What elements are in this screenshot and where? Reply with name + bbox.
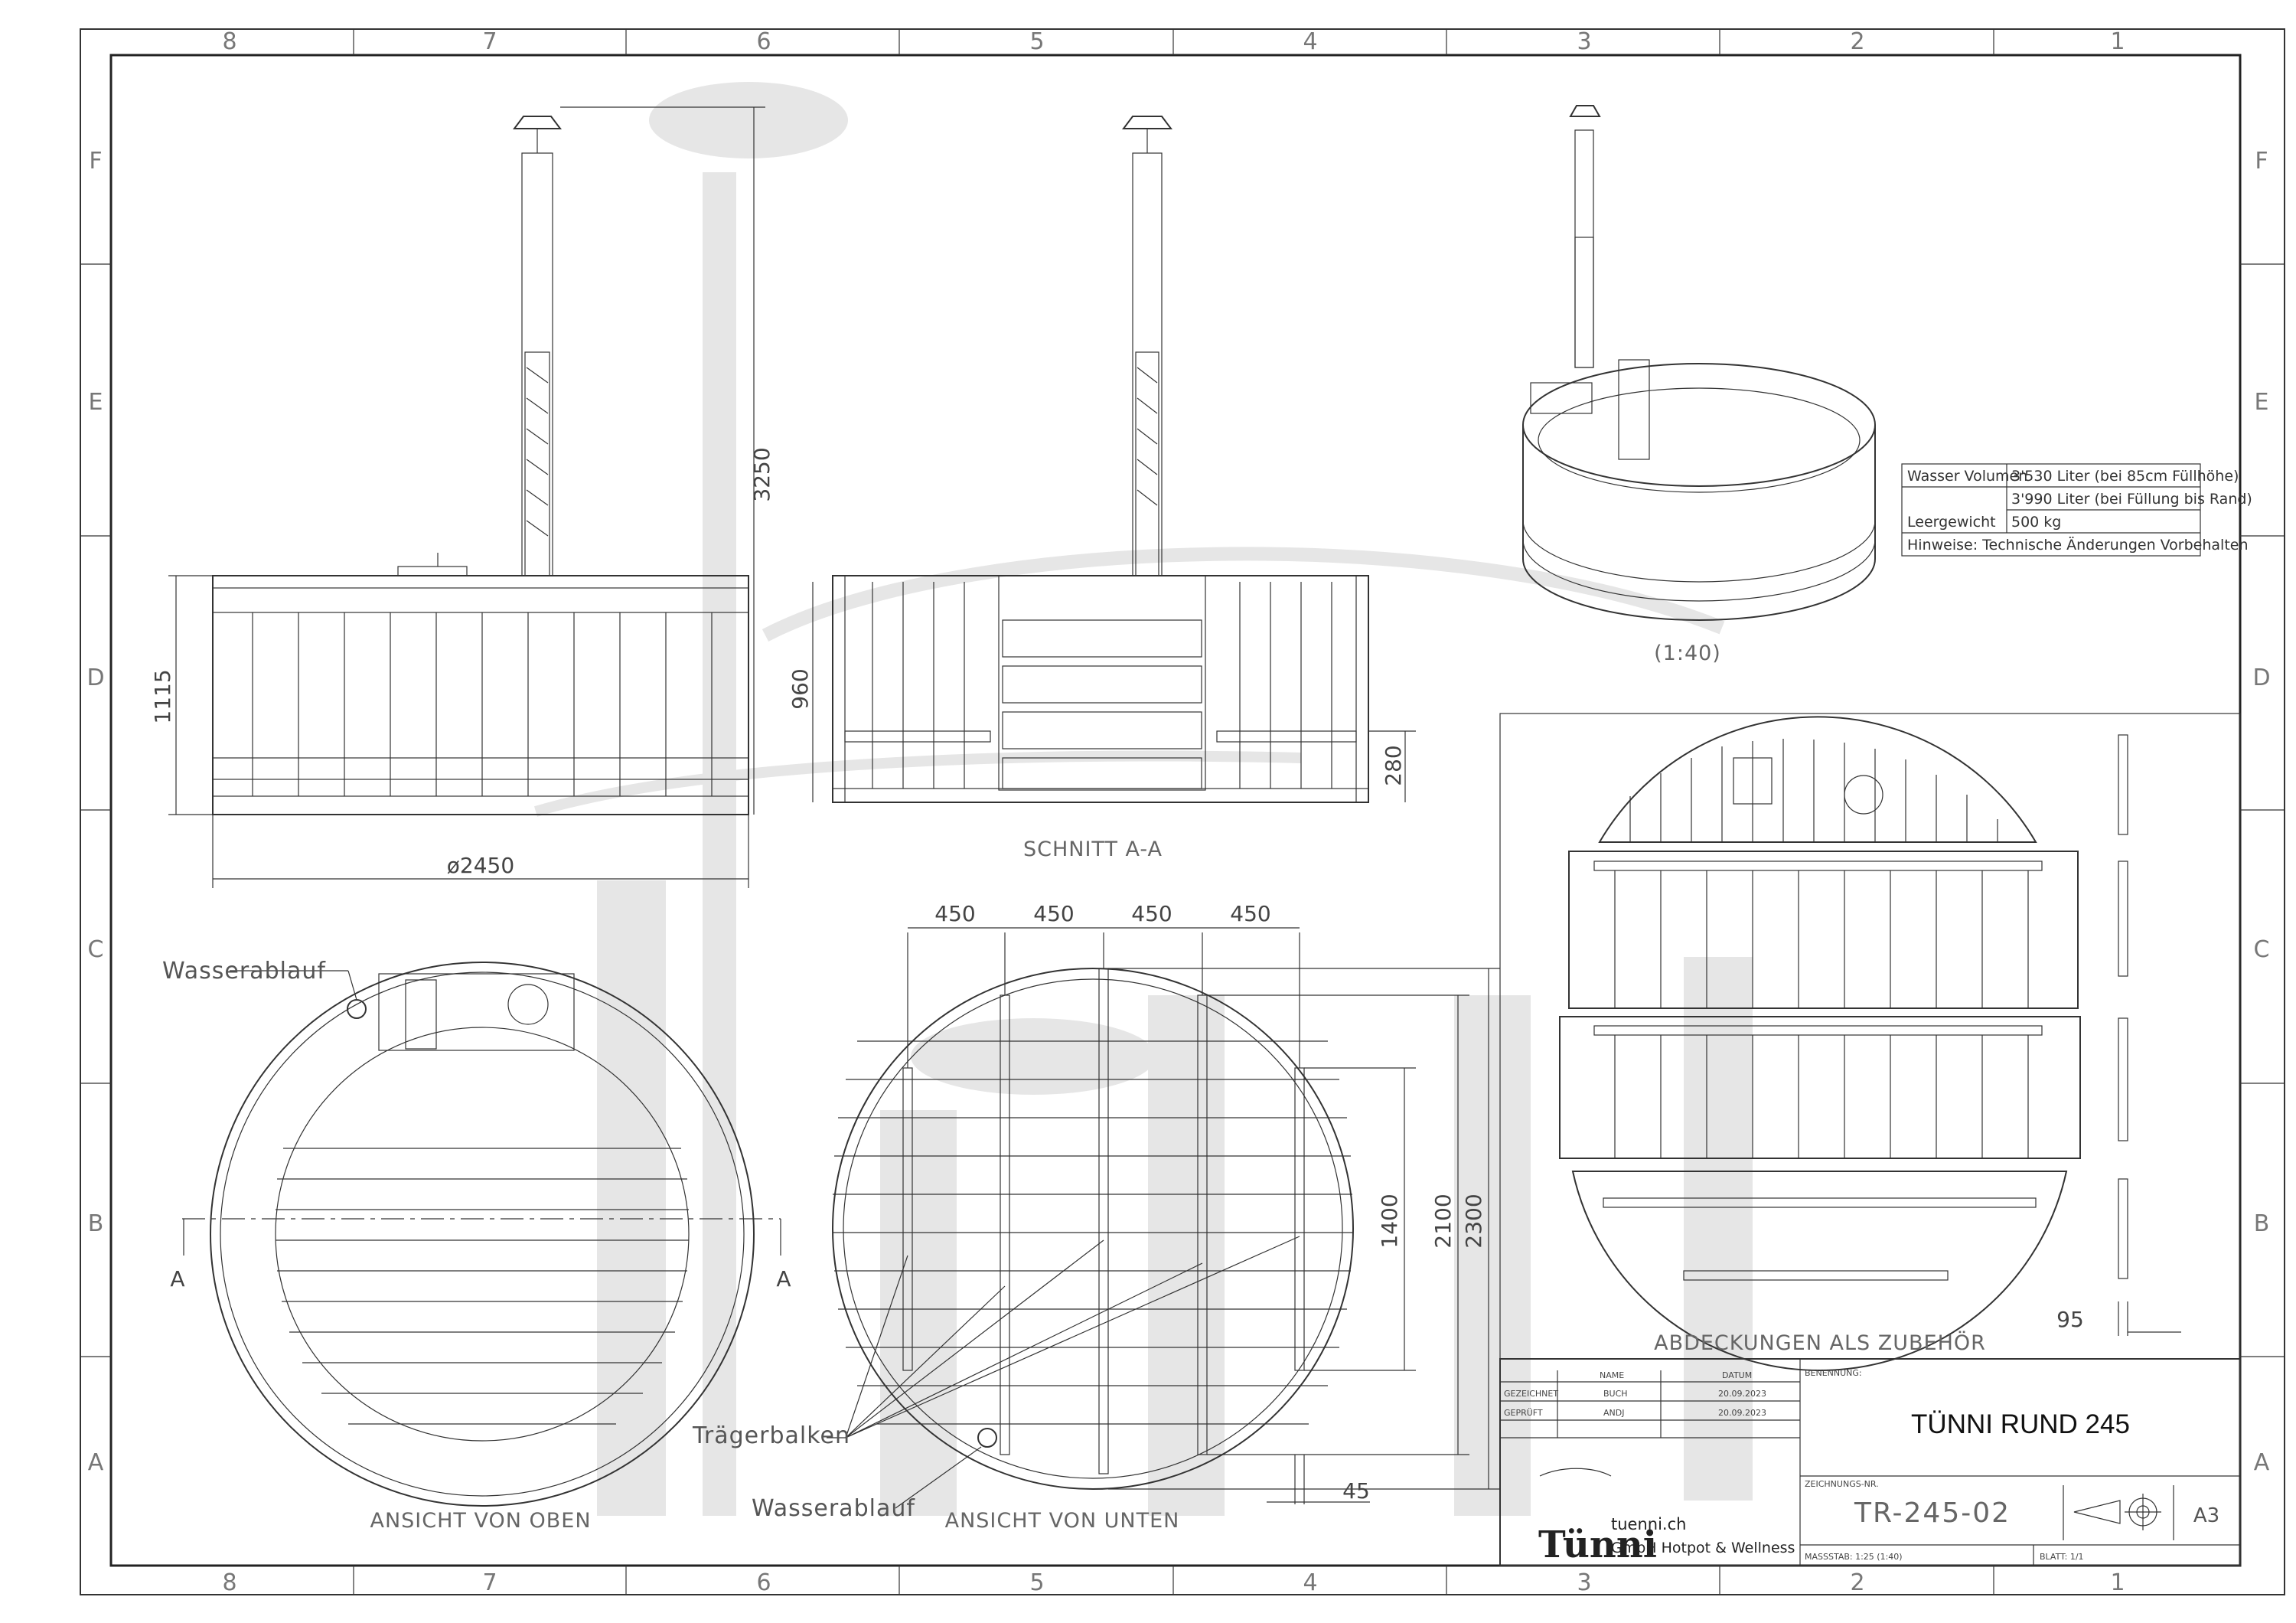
company-url: tuenni.ch bbox=[1611, 1515, 1686, 1533]
row-d-right: D bbox=[2252, 665, 2270, 691]
col-4: 4 bbox=[1303, 28, 1317, 55]
col-8: 8 bbox=[222, 28, 236, 55]
col-5-bottom: 5 bbox=[1029, 1569, 1044, 1596]
dim-beam-spacing-2: 450 bbox=[1033, 901, 1074, 926]
dim-cover-thickness: 95 bbox=[2056, 1307, 2084, 1332]
spec-value-weight: 500 kg bbox=[2011, 514, 2061, 531]
company-logo: Tünni bbox=[1538, 1468, 1657, 1566]
spec-value-volume-full: 3'990 Liter (bei Füllung bis Rand) bbox=[2011, 491, 2252, 508]
section-caption: SCHNITT A-A bbox=[1023, 838, 1163, 861]
logo-word: Tünni bbox=[1538, 1523, 1657, 1566]
col-5: 5 bbox=[1029, 28, 1044, 55]
dim-beam-mid: 2100 bbox=[1430, 1194, 1456, 1248]
col-6-bottom: 6 bbox=[756, 1569, 771, 1596]
row-b: B bbox=[88, 1210, 104, 1237]
spec-value-volume: 3'530 Liter (bei 85cm Füllhöhe) bbox=[2011, 468, 2239, 485]
dim-total-height: 3250 bbox=[749, 447, 775, 501]
row-e-right: E bbox=[2255, 389, 2269, 416]
company-line: GmbH Hotpot & Wellness bbox=[1611, 1540, 1795, 1556]
col-7: 7 bbox=[482, 28, 497, 55]
tb-col-date: DATUM bbox=[1722, 1370, 1752, 1380]
col-4-bottom: 4 bbox=[1303, 1569, 1317, 1596]
tb-row-checked: GEPRÜFT bbox=[1504, 1408, 1543, 1418]
dim-beam-offset: 45 bbox=[1342, 1478, 1370, 1504]
row-f: F bbox=[89, 148, 102, 175]
row-a: A bbox=[88, 1449, 104, 1476]
projection-symbol bbox=[2073, 1494, 2161, 1530]
dim-section-height: 960 bbox=[788, 668, 813, 709]
tb-col-name: NAME bbox=[1600, 1370, 1624, 1380]
spec-note: Hinweise: Technische Änderungen Vorbehal… bbox=[1907, 536, 2249, 554]
spec-label-weight: Leergewicht bbox=[1907, 514, 1996, 531]
col-1: 1 bbox=[2110, 28, 2125, 55]
row-f-right: F bbox=[2255, 148, 2268, 175]
section-a-a: 960 280 SCHNITT A-A bbox=[788, 116, 1416, 861]
col-2-bottom: 2 bbox=[1850, 1569, 1864, 1596]
spec-table: Wasser Volumen 3'530 Liter (bei 85cm Fül… bbox=[1901, 463, 2252, 557]
tb-drawn-date: 20.09.2023 bbox=[1718, 1389, 1766, 1399]
watermark-logo bbox=[533, 82, 1753, 1516]
tb-scale: MASSSTAB: 1:25 (1:40) bbox=[1805, 1552, 1903, 1562]
covers-panel: 95 ABDECKUNGEN ALS ZUBEHÖR bbox=[1499, 713, 2241, 1372]
covers-caption: ABDECKUNGEN ALS ZUBEHÖR bbox=[1654, 1331, 1986, 1355]
col-6: 6 bbox=[756, 28, 771, 55]
drain-label-top: Wasserablauf bbox=[162, 958, 326, 985]
tb-drawing-no-label: ZEICHNUNGS-NR. bbox=[1805, 1479, 1879, 1489]
tb-sheet: BLATT: 1/1 bbox=[2040, 1552, 2084, 1562]
bottom-view-caption: ANSICHT VON UNTEN bbox=[945, 1509, 1180, 1533]
row-c-right: C bbox=[2254, 936, 2270, 963]
row-c: C bbox=[88, 936, 104, 963]
section-marker-left: A bbox=[170, 1266, 184, 1292]
col-3-bottom: 3 bbox=[1577, 1569, 1591, 1596]
dim-beam-outer: 2300 bbox=[1461, 1194, 1486, 1248]
dim-beam-inner: 1400 bbox=[1377, 1194, 1402, 1248]
front-dimensions: 3250 1115 ø2450 bbox=[150, 106, 775, 888]
row-e: E bbox=[89, 389, 103, 416]
tb-designation: TÜNNI RUND 245 bbox=[1911, 1409, 2130, 1439]
tb-format: A3 bbox=[2193, 1504, 2219, 1527]
col-7-bottom: 7 bbox=[482, 1569, 497, 1596]
dim-diameter: ø2450 bbox=[447, 853, 514, 878]
bottom-view: 450 450 450 450 1400 2100 2300 45 Träger… bbox=[692, 901, 1500, 1533]
dim-beam-spacing-1: 450 bbox=[934, 901, 975, 926]
top-view: A A Wasserablauf ANSICHT VON OBEN bbox=[162, 958, 791, 1533]
dim-tub-height: 1115 bbox=[150, 669, 175, 723]
tb-row-drawn: GEZEICHNET bbox=[1504, 1389, 1558, 1399]
title-block: NAME DATUM GEZEICHNET GEPRÜFT BUCH 20.09… bbox=[1499, 1358, 2241, 1566]
col-8-bottom: 8 bbox=[222, 1569, 236, 1596]
drain-label-bottom: Wasserablauf bbox=[752, 1495, 915, 1522]
col-3: 3 bbox=[1577, 28, 1591, 55]
dim-beam-spacing-4: 450 bbox=[1230, 901, 1270, 926]
col-1-bottom: 1 bbox=[2110, 1569, 2125, 1596]
row-d: D bbox=[86, 665, 104, 691]
beams-label: Trägerbalken bbox=[692, 1422, 850, 1449]
tb-drawn-name: BUCH bbox=[1603, 1389, 1628, 1399]
dim-bench-height: 280 bbox=[1381, 745, 1406, 785]
tb-designation-label: BENENNUNG: bbox=[1805, 1368, 1862, 1378]
tb-checked-date: 20.09.2023 bbox=[1718, 1408, 1766, 1418]
section-marker-right: A bbox=[776, 1266, 791, 1292]
tb-drawing-no: TR-245-02 bbox=[1854, 1497, 2011, 1529]
isometric-view: (1:40) bbox=[1522, 105, 1876, 665]
row-a-right: A bbox=[2254, 1449, 2270, 1476]
col-2: 2 bbox=[1850, 28, 1864, 55]
tb-checked-name: ANDJ bbox=[1603, 1408, 1624, 1418]
row-b-right: B bbox=[2254, 1210, 2270, 1237]
top-view-caption: ANSICHT VON OBEN bbox=[370, 1509, 591, 1533]
spec-label-volume: Wasser Volumen bbox=[1907, 468, 2027, 485]
dim-beam-spacing-3: 450 bbox=[1131, 901, 1172, 926]
drawing-border: 8 7 6 5 4 3 2 1 8 7 6 5 4 3 2 1 F E D C … bbox=[80, 28, 2285, 1596]
iso-scale: (1:40) bbox=[1654, 642, 1721, 665]
front-elevation bbox=[212, 116, 749, 815]
